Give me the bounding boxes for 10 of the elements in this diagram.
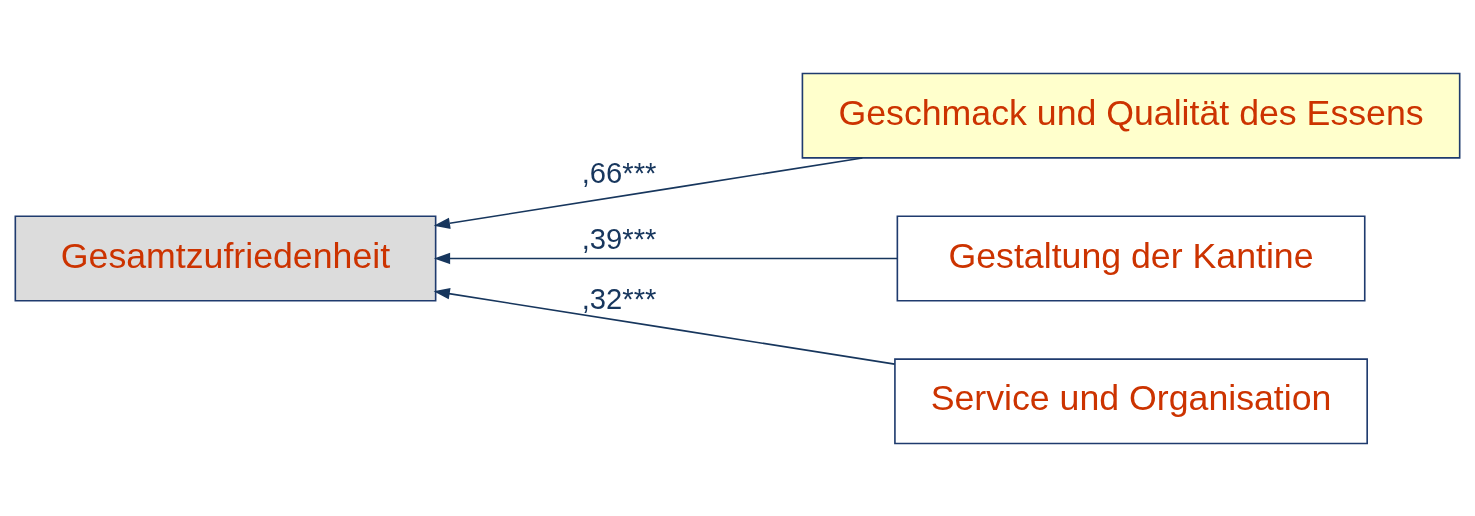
- node-box: Gesamtzufriedenheit: [14, 215, 437, 301]
- node-box: Service und Organisation: [894, 357, 1368, 444]
- arrow: [433, 287, 896, 365]
- node-box: Gestaltung der Kantine: [896, 215, 1366, 301]
- edge-label: ,32***: [581, 282, 657, 315]
- node-box: Geschmack und Qualität des Essens: [801, 72, 1461, 159]
- arrow: [433, 252, 898, 264]
- edge-label: ,39***: [581, 222, 657, 255]
- arrow: [433, 156, 864, 229]
- edge-label: ,66***: [581, 156, 657, 189]
